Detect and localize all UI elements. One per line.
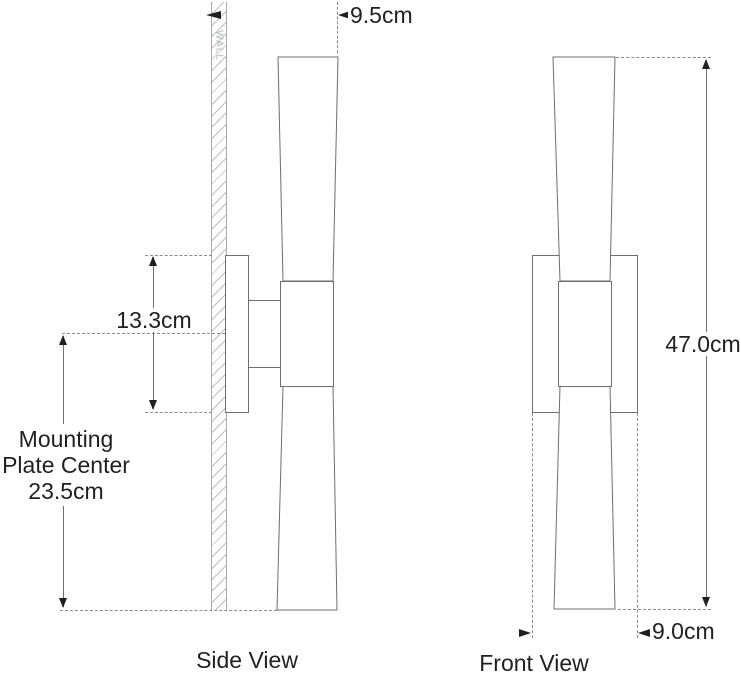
plate-center-reference-line [62,333,225,334]
width-arrow-right [638,629,650,637]
width-right-reference-line [637,413,638,638]
plate-height-dim-line [153,257,154,409]
width-left-reference-line [532,413,533,638]
width-arrow-left [519,629,531,637]
mounting-center-line3: 23.5cm [28,478,104,504]
plate-height-arrow-down [149,400,157,410]
height-arrow-down [702,597,710,607]
depth-dim-label: 9.5cm [348,2,415,28]
front-view-caption: Front View [479,650,589,676]
side-lower-cone [276,385,338,611]
height-arrow-up [702,59,710,69]
depth-reference-line [337,2,338,53]
wall-label: WALL [213,30,225,61]
plate-height-dim-label: 13.3cm [114,307,194,333]
depth-wall-arrow [206,11,221,19]
height-bottom-reference-line [618,609,711,610]
side-view-caption: Side View [196,647,298,673]
mounting-center-line2: Plate Center [2,452,130,478]
front-upper-cone [552,56,616,282]
front-body [558,281,612,387]
plate-bottom-reference-line [145,412,212,413]
mounting-center-arrow-up [59,335,67,345]
side-body [280,281,334,387]
height-top-reference-line [616,57,711,58]
floor-reference-line [60,610,277,611]
front-lower-cone [553,385,616,610]
plate-top-reference-line [145,255,212,256]
mounting-center-arrow-down [59,598,67,608]
width-dim-label: 9.0cm [650,618,717,644]
side-mounting-plate [225,255,249,413]
mounting-center-line1: Mounting [18,426,114,452]
side-arm [249,300,281,368]
depth-dim-arrow [338,11,350,19]
side-upper-cone [277,56,339,282]
plate-height-arrow-up [149,256,157,266]
mounting-center-label: Mounting Plate Center 23.5cm [0,424,134,506]
height-dim-label: 47.0cm [663,331,741,357]
